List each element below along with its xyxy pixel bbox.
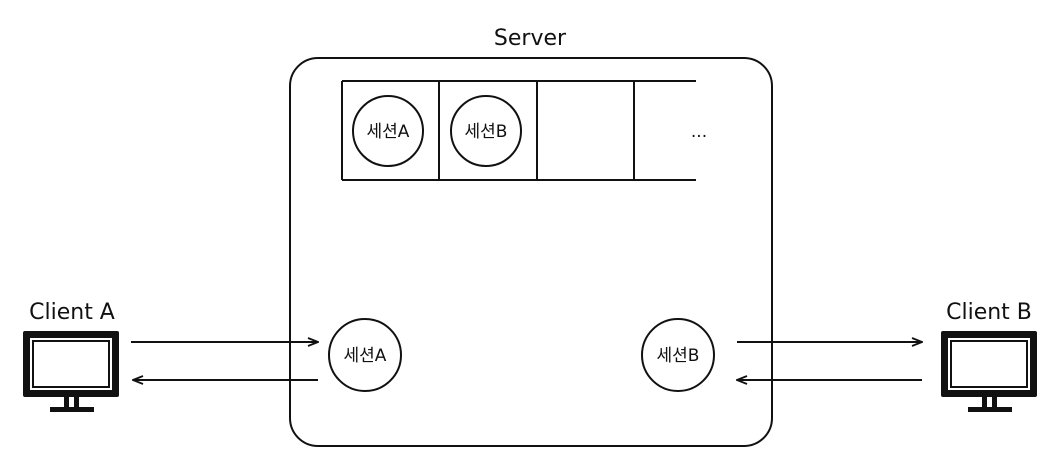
session-table: 세션A 세션B ... (341, 80, 707, 181)
server-session-b-label: 세션B (657, 346, 700, 366)
table-cell-session-a: 세션A (352, 95, 424, 167)
table-cell-session-b-label: 세션B (465, 122, 508, 142)
client-b: Client B (941, 300, 1037, 412)
client-a: Client A (23, 300, 119, 412)
monitor-icon (23, 331, 119, 412)
server-box: Server (289, 26, 773, 447)
table-cell-session-a-label: 세션A (367, 122, 410, 142)
client-a-label: Client A (29, 300, 115, 325)
server-session-a-label: 세션A (344, 346, 387, 366)
monitor-icon (941, 331, 1037, 412)
table-cell-ellipsis: ... (691, 122, 707, 142)
client-b-label: Client B (946, 300, 1032, 325)
server-session-b: 세션B (641, 318, 715, 392)
server-label: Server (494, 26, 567, 51)
table-cell-ellipsis-label: ... (691, 122, 707, 142)
table-cell-session-b: 세션B (450, 95, 522, 167)
server-session-a: 세션A (328, 318, 402, 392)
